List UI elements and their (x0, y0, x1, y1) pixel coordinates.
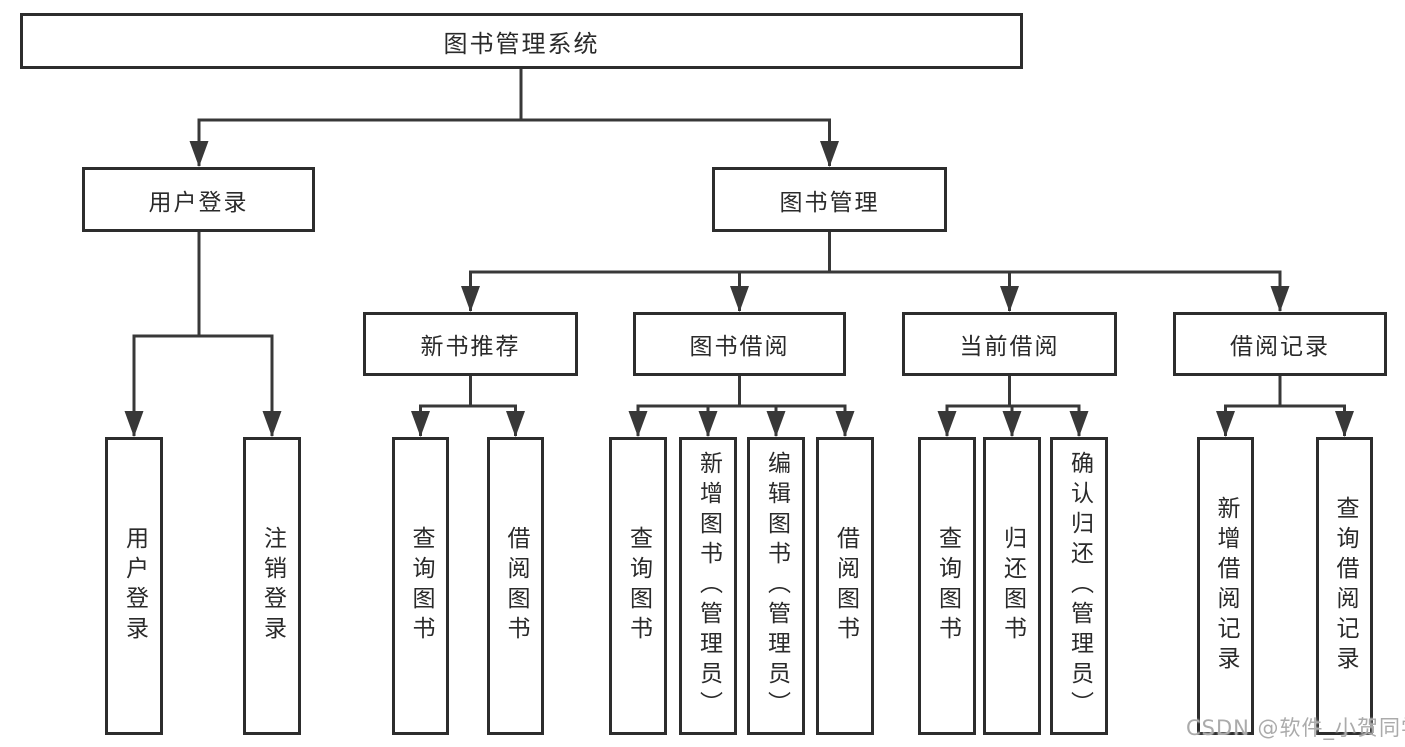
node-root: 图书管理系统 (20, 13, 1023, 69)
leaf-logout: 注销登录 (243, 437, 301, 735)
leaf-query-books-recommend-label: 查询图书 (408, 526, 434, 646)
node-user-login: 用户登录 (82, 167, 315, 232)
node-current-borrowing: 当前借阅 (902, 312, 1117, 376)
leaf-edit-book-admin: 编辑图书（管理员） (747, 437, 805, 735)
leaf-return-books: 归还图书 (983, 437, 1041, 735)
leaf-query-books-recommend: 查询图书 (392, 437, 449, 735)
leaf-user-login: 用户登录 (105, 437, 163, 735)
leaf-add-borrow-record: 新增借阅记录 (1197, 437, 1254, 735)
node-new-book-recommend-label: 新书推荐 (420, 334, 521, 360)
node-new-book-recommend: 新书推荐 (363, 312, 578, 376)
leaf-add-borrow-record-label: 新增借阅记录 (1213, 496, 1239, 676)
leaf-confirm-return-admin: 确认归还（管理员） (1050, 437, 1108, 735)
node-book-management-label: 图书管理 (779, 189, 880, 216)
leaf-query-books-borrowing-label: 查询图书 (625, 526, 652, 646)
leaf-borrow-books-borrowing-label: 借阅图书 (832, 526, 859, 646)
leaf-logout-label: 注销登录 (259, 526, 286, 646)
leaf-borrow-books-borrowing: 借阅图书 (816, 437, 874, 735)
node-borrow-records-label: 借阅记录 (1230, 334, 1330, 360)
leaf-confirm-return-admin-label: 确认归还（管理员） (1066, 451, 1093, 721)
watermark: CSDN @软件_小贺同学 (1186, 716, 1405, 740)
leaf-query-borrow-record-label: 查询借阅记录 (1332, 496, 1358, 676)
node-book-borrowing-label: 图书借阅 (689, 334, 790, 360)
node-book-management: 图书管理 (712, 167, 947, 232)
node-borrow-records: 借阅记录 (1173, 312, 1387, 376)
leaf-user-login-label: 用户登录 (121, 526, 148, 646)
node-book-borrowing: 图书借阅 (633, 312, 846, 376)
leaf-query-borrow-record: 查询借阅记录 (1316, 437, 1373, 735)
leaf-query-books-current-label: 查询图书 (934, 526, 961, 646)
node-root-label: 图书管理系统 (443, 29, 600, 58)
node-current-borrowing-label: 当前借阅 (959, 334, 1060, 360)
leaf-borrow-books-recommend: 借阅图书 (487, 437, 544, 735)
leaf-query-books-borrowing: 查询图书 (609, 437, 667, 735)
leaf-return-books-label: 归还图书 (999, 526, 1026, 646)
node-user-login-label: 用户登录 (148, 189, 249, 216)
leaf-edit-book-admin-label: 编辑图书（管理员） (763, 451, 790, 721)
leaf-add-book-admin: 新增图书（管理员） (679, 437, 737, 735)
leaf-query-books-current: 查询图书 (918, 437, 976, 735)
leaf-borrow-books-recommend-label: 借阅图书 (503, 526, 529, 646)
leaf-add-book-admin-label: 新增图书（管理员） (695, 451, 722, 721)
